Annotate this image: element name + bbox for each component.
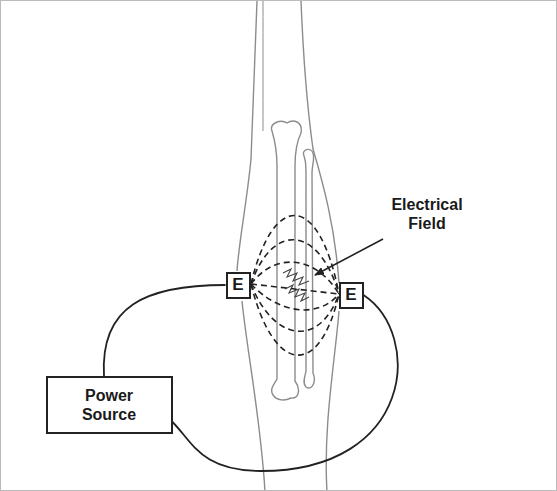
node-text: E	[232, 275, 243, 295]
power-source-box: Power Source	[46, 376, 173, 434]
wire	[173, 295, 398, 471]
node-text: Power Source	[59, 386, 159, 424]
limb-outline	[237, 1, 339, 491]
electrode-box: E	[226, 272, 251, 299]
leader-arrow	[315, 239, 383, 275]
bone-outline	[272, 121, 315, 400]
wire	[104, 285, 226, 376]
node-text: E	[345, 285, 356, 305]
field-text: Electrical Field	[373, 195, 481, 233]
fracture-mark	[283, 269, 309, 301]
electrode-box: E	[339, 282, 364, 309]
field-label: Electrical Field	[371, 194, 483, 234]
field-lines	[251, 215, 339, 355]
